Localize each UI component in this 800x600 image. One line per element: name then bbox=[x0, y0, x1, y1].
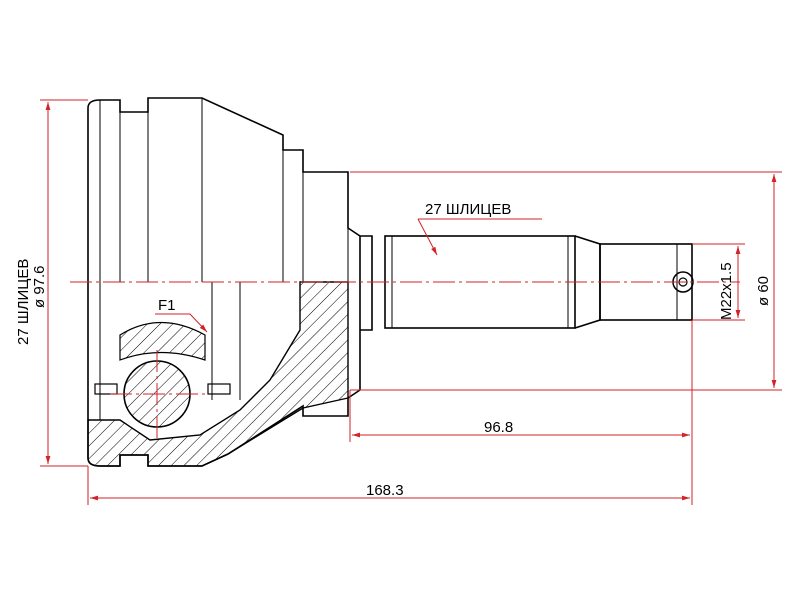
seal-neck bbox=[347, 228, 373, 398]
shaft-length-label: 96.8 bbox=[484, 419, 513, 436]
outer-diameter-label: ø 97.6 bbox=[31, 265, 48, 308]
section-hatching bbox=[87, 281, 349, 467]
thread-label: M22x1.5 bbox=[718, 262, 735, 320]
shaft-splines-label: 27 ШЛИЦЕВ bbox=[425, 201, 511, 218]
total-length-label: 168.3 bbox=[366, 482, 404, 499]
outer-splines-label: 27 ШЛИЦЕВ bbox=[15, 259, 32, 345]
seal-diameter-label: ø 60 bbox=[755, 276, 772, 306]
ball bbox=[110, 350, 205, 440]
f1-label: F1 bbox=[158, 297, 176, 314]
dimension-lines bbox=[40, 99, 782, 505]
